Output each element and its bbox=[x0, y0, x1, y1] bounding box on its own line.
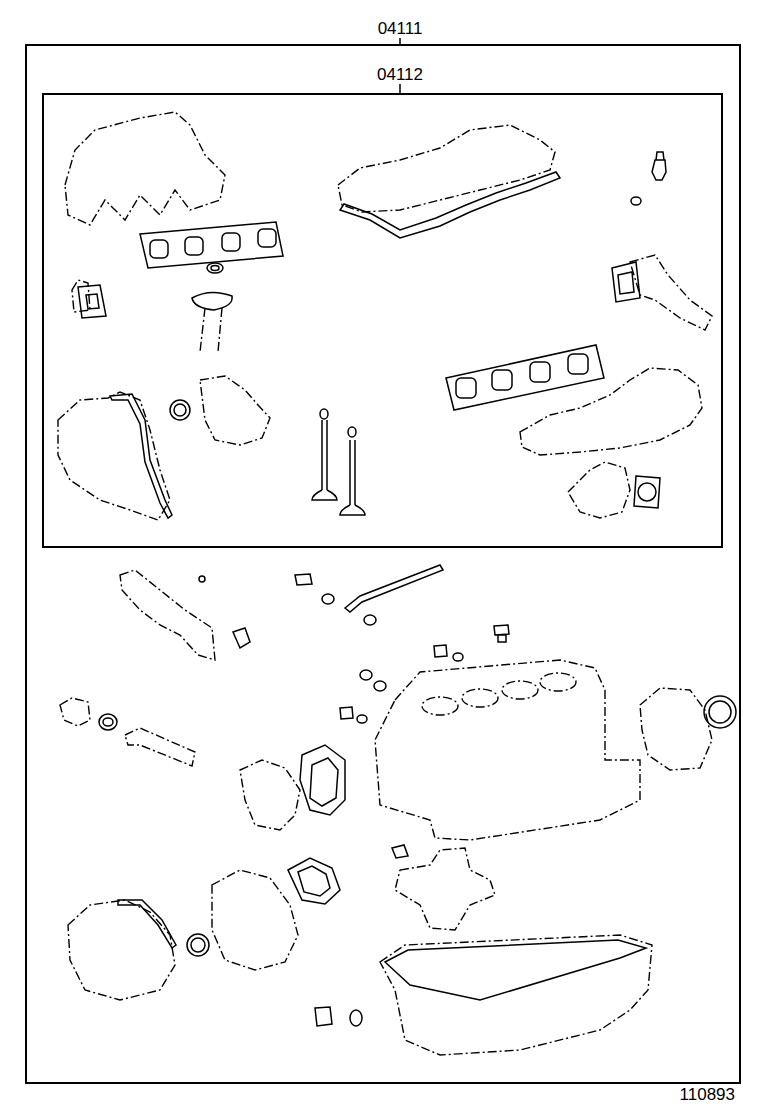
head-cover-gasket bbox=[340, 172, 560, 238]
gasket-ring bbox=[360, 670, 372, 680]
small-gasket bbox=[78, 285, 106, 318]
cover-plate bbox=[240, 760, 300, 830]
exhaust-manifold bbox=[520, 368, 702, 455]
timing-cover-gasket bbox=[110, 394, 172, 518]
oil-seal bbox=[187, 934, 209, 956]
part-number: 04112 bbox=[375, 66, 425, 84]
figure-number: 110893 bbox=[680, 1086, 735, 1104]
front-cover-gasket bbox=[118, 900, 176, 948]
bolt bbox=[434, 645, 447, 657]
water-outlet-gasket bbox=[612, 262, 640, 302]
seal-ring bbox=[211, 266, 219, 271]
gasket-ports bbox=[150, 229, 276, 258]
water-pump-gasket bbox=[300, 745, 345, 815]
leader-line bbox=[399, 84, 401, 93]
bypass-pipe bbox=[125, 728, 195, 766]
plug bbox=[494, 625, 509, 642]
gasket-ring bbox=[322, 594, 334, 604]
rear-oil-seal bbox=[704, 696, 736, 728]
cover-plate bbox=[200, 376, 270, 445]
seal-ring bbox=[103, 718, 113, 726]
glow-plug bbox=[652, 152, 666, 180]
seal-ring bbox=[207, 263, 223, 273]
cylinder-bores bbox=[422, 673, 576, 715]
oil-strainer bbox=[395, 848, 495, 930]
oil-seal bbox=[174, 404, 186, 416]
small-part bbox=[233, 628, 250, 648]
washer bbox=[631, 197, 641, 205]
seal-ring bbox=[99, 714, 117, 730]
timing-plate bbox=[212, 870, 298, 970]
intake-gasket bbox=[140, 222, 283, 268]
gasket-ring bbox=[364, 615, 376, 625]
gasket-ring bbox=[374, 681, 386, 691]
intake-manifold bbox=[65, 112, 225, 225]
exhaust-gasket bbox=[446, 345, 604, 410]
union-bolt bbox=[295, 574, 312, 585]
sub-kit-box: 04112 bbox=[42, 93, 723, 548]
oil-seal bbox=[191, 938, 205, 952]
drain-plug bbox=[315, 1007, 332, 1026]
water-inlet-gasket bbox=[634, 476, 660, 508]
gasket-hole bbox=[638, 483, 656, 501]
overhaul-gasket-set-parts bbox=[60, 565, 736, 1055]
bolt bbox=[340, 707, 353, 719]
ring bbox=[199, 576, 205, 582]
kit-box: 0411104112 bbox=[25, 44, 741, 1084]
water-outlet bbox=[630, 255, 712, 330]
small-housing bbox=[72, 280, 90, 312]
drain-plug-gasket bbox=[350, 1010, 362, 1026]
cylinder-head-cover bbox=[338, 125, 555, 212]
valve bbox=[340, 427, 365, 515]
gasket-ports bbox=[456, 354, 588, 398]
pipe bbox=[200, 308, 222, 352]
rear-plate bbox=[640, 688, 712, 770]
gasket-ring bbox=[357, 715, 367, 723]
timing-cover bbox=[58, 392, 170, 520]
oil-pipe bbox=[345, 565, 443, 612]
water-pipe bbox=[120, 570, 215, 660]
valve bbox=[312, 409, 337, 500]
head-gasket-set-parts bbox=[58, 112, 712, 520]
front-cover bbox=[68, 900, 175, 1000]
gasket bbox=[288, 858, 340, 904]
pipe-flange-gasket bbox=[192, 292, 232, 310]
water-inlet bbox=[568, 462, 630, 518]
oil-strainer-gasket bbox=[392, 845, 408, 858]
gasket-ring bbox=[453, 653, 463, 661]
part-number: 04111 bbox=[376, 20, 425, 38]
oil-pan bbox=[380, 935, 652, 1055]
cylinder-block bbox=[375, 660, 640, 840]
oil-pan-gasket bbox=[385, 940, 646, 1000]
oil-seal bbox=[170, 400, 190, 420]
thermostat-housing bbox=[60, 698, 90, 726]
rear-oil-seal bbox=[709, 701, 731, 723]
